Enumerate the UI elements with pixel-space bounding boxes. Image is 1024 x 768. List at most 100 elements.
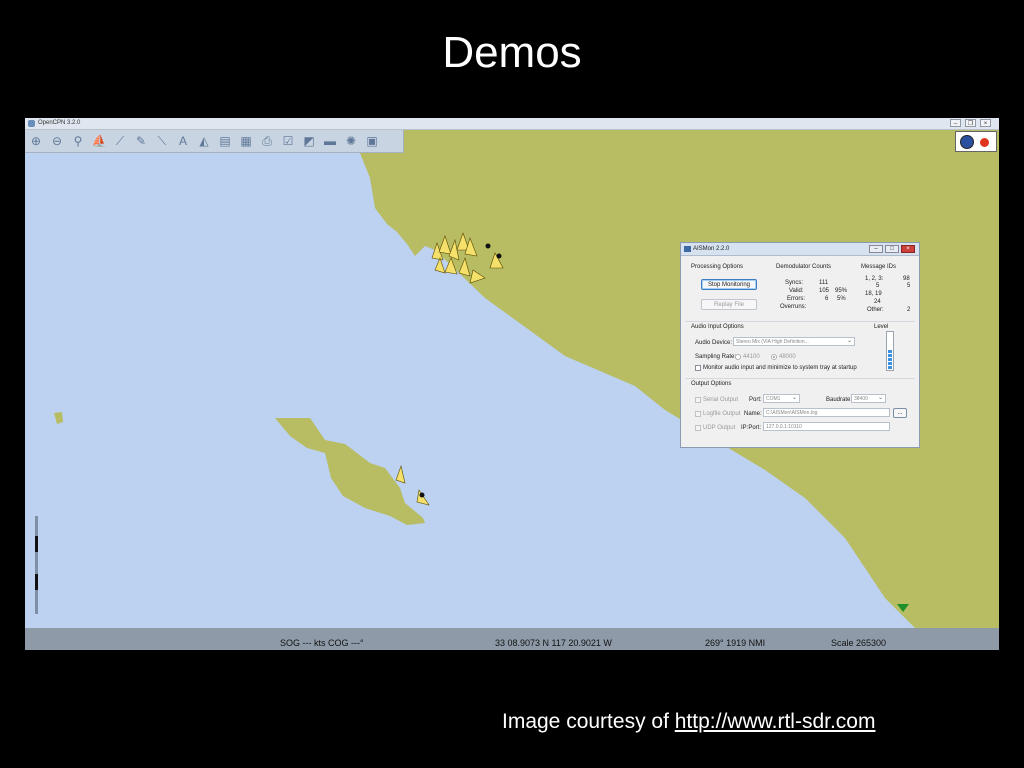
browse-button[interactable]: ... — [893, 408, 907, 418]
message-ids-label: Message IDs — [861, 264, 897, 270]
aismon-window: AISMon 2.2.0 – □ × Processing Options St… — [680, 242, 920, 448]
rate-48000-radio[interactable] — [771, 354, 777, 360]
zoom-in-icon[interactable]: ⊕ — [30, 134, 42, 148]
baudrate-label: Baudrate: — [826, 397, 853, 403]
processing-options-label: Processing Options — [691, 264, 744, 270]
msgid-row-count: 2 — [907, 307, 911, 313]
minimize-button[interactable]: ‒ — [950, 119, 961, 127]
current-icon[interactable]: ▤ — [219, 134, 231, 148]
syncs-label: Syncs: — [785, 280, 804, 286]
monitor-audio-checkbox[interactable] — [695, 365, 701, 371]
msgid-row-ids: 1, 2, 3: — [865, 276, 884, 282]
chart-scale: Scale 265300 — [831, 638, 887, 648]
udp-output-checkbox[interactable] — [695, 425, 701, 431]
opencpn-toolbar: ⊕ ⊖ ⚲ ⛵ ⟋ ✎ ⟍ A ◭ ▤ ▦ ⎙ ☑ ◩ ▬ ✺ ▣ — [25, 130, 404, 153]
restore-button[interactable]: ❐ — [965, 119, 976, 127]
divider — [685, 321, 915, 322]
source-link[interactable]: http://www.rtl-sdr.com — [674, 710, 876, 733]
audio-level-meter — [886, 331, 894, 371]
mob-icon[interactable]: ▬ — [324, 134, 336, 148]
valid-value: 105 — [819, 288, 830, 294]
ais-base-station-1 — [485, 243, 491, 249]
baudrate-select[interactable]: 38400 — [851, 394, 886, 403]
gps-status-icon — [980, 138, 989, 147]
serial-output-checkbox[interactable] — [695, 397, 701, 403]
measure-icon[interactable]: ⟍ — [157, 134, 167, 148]
demodulator-counts-label: Demodulator Counts — [776, 264, 832, 270]
sampling-rate-label: Sampling Rate: — [695, 354, 737, 360]
errors-label: Errors: — [787, 296, 805, 302]
slide-title: Demos — [442, 28, 582, 77]
port-label: Port: — [749, 397, 762, 403]
divider — [685, 378, 915, 379]
audio-device-label: Audio Device: — [695, 340, 733, 346]
errors-percent: 5% — [837, 296, 846, 302]
chart-quilt-icon[interactable]: ▦ — [240, 134, 252, 148]
opencpn-app-icon — [28, 120, 35, 127]
cursor-position: 33 08.9073 N 117 20.9021 W — [495, 638, 612, 648]
island-catalina — [275, 418, 425, 525]
ownship-icon[interactable]: ⛵ — [91, 134, 107, 148]
zoom-out-icon[interactable]: ⊖ — [51, 134, 63, 148]
caption-text: Image courtesy of — [502, 710, 675, 733]
valid-label: Valid: — [789, 288, 804, 294]
level-label: Level — [874, 324, 889, 330]
port-select[interactable]: COM1 — [763, 394, 800, 403]
msgid-row-ids: 18, 19 — [865, 291, 882, 297]
audio-input-options-label: Audio Input Options — [691, 324, 744, 330]
waypoint-icon[interactable]: ✎ — [135, 134, 147, 148]
settings-icon[interactable]: ☑ — [282, 134, 294, 148]
help-icon[interactable]: ▣ — [366, 134, 378, 148]
stop-monitoring-button[interactable]: Stop Monitoring — [701, 279, 757, 290]
logfile-output-checkbox[interactable] — [695, 411, 701, 417]
zoom-scale-bar — [35, 516, 38, 614]
audio-device-select[interactable]: Stereo Mix (VIA High Definition... — [733, 337, 855, 346]
ip-port-field[interactable]: 127.0.0.1:10110 — [763, 422, 890, 431]
overruns-label: Overruns: — [780, 304, 807, 310]
ais-target-catalina-1 — [395, 464, 406, 484]
bearing-distance: 269° 1919 NMI — [705, 638, 766, 648]
errors-value: 6 — [825, 296, 829, 302]
replay-file-button[interactable]: Replay File — [701, 299, 757, 310]
aismon-minimize-button[interactable]: – — [869, 245, 883, 253]
syncs-value: 111 — [819, 280, 829, 286]
route-icon[interactable]: ⟋ — [115, 134, 125, 148]
msgid-row-ids: Other: — [867, 307, 884, 313]
logfile-output-label: Logfile Output — [703, 411, 741, 417]
text-icon[interactable]: A — [178, 134, 187, 148]
ais-target-cluster — [431, 232, 504, 284]
udp-output-label: UDP Output — [703, 425, 736, 431]
image-credit: Image courtesy of http://www.rtl-sdr.com — [502, 710, 875, 734]
rate-44100-label: 44100 — [743, 354, 760, 360]
close-button[interactable]: × — [980, 119, 991, 127]
msgid-row-ids: 5 — [876, 283, 880, 289]
aismon-close-button[interactable]: × — [901, 245, 915, 253]
zoom-bar-segment — [35, 574, 38, 590]
color-scheme-icon[interactable]: ◩ — [303, 134, 315, 148]
serial-output-label: Serial Output — [703, 397, 739, 403]
msgid-row-ids: 24 — [874, 299, 881, 305]
compass-gps-status[interactable] — [955, 131, 997, 152]
zoom-bar-segment — [35, 536, 38, 552]
ais-base-station-3 — [419, 492, 425, 498]
green-target — [897, 604, 909, 612]
aismon-title: AISMon 2.2.0 — [693, 246, 730, 252]
logfile-name-field[interactable]: C:\AISMon\AISMon.log — [763, 408, 890, 417]
aismon-app-icon — [684, 246, 691, 252]
print-icon[interactable]: ⎙ — [262, 134, 272, 148]
aismon-titlebar: AISMon 2.2.0 – □ × — [681, 243, 919, 256]
output-options-label: Output Options — [691, 381, 732, 387]
audio-level-fill — [888, 349, 892, 369]
aismon-maximize-button[interactable]: □ — [885, 245, 899, 253]
scale-icon[interactable]: ⚲ — [73, 134, 83, 148]
opencpn-title: OpenCPN 3.2.0 — [38, 120, 81, 126]
monitor-audio-label: Monitor audio input and minimize to syst… — [703, 365, 857, 371]
ip-port-label: IP:Port: — [741, 425, 762, 431]
info-icon[interactable]: ✺ — [345, 134, 357, 148]
opencpn-titlebar: OpenCPN 3.2.0 ‒ ❐ × — [25, 118, 999, 130]
sog-cog: SOG --- kts COG ---° — [280, 638, 364, 648]
rate-44100-radio[interactable] — [735, 354, 741, 360]
compass-icon — [960, 135, 974, 149]
msgid-row-count: 5 — [907, 283, 911, 289]
tide-icon[interactable]: ◭ — [199, 134, 209, 148]
